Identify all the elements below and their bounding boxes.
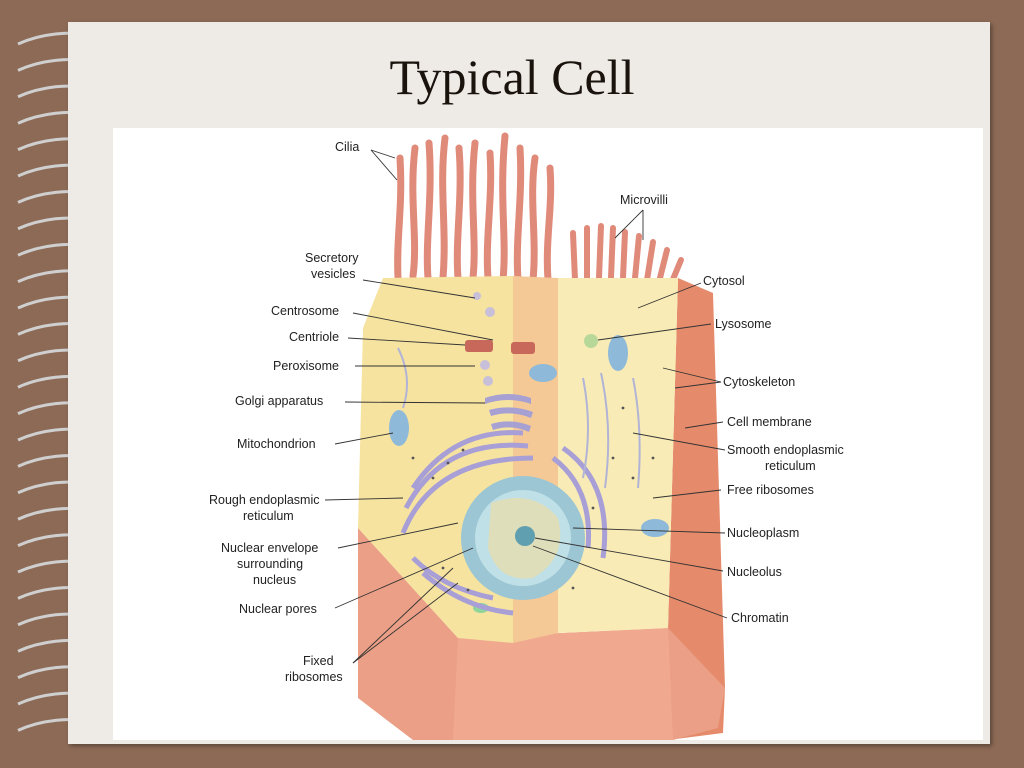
label-peroxisome: Peroxisome	[273, 359, 339, 373]
label-cell-membrane: Cell membrane	[727, 415, 812, 429]
cell-diagram: Cilia Secretory vesicles Centrosome Cent…	[113, 128, 983, 740]
label-centrosome: Centrosome	[271, 304, 339, 318]
label-smooth-er-1: Smooth endoplasmic	[727, 443, 844, 457]
label-centriole: Centriole	[289, 330, 339, 344]
ribosome-dots	[411, 406, 655, 592]
microvilli-strands	[570, 223, 684, 287]
label-nucleolus: Nucleolus	[727, 565, 782, 579]
label-mitochondrion: Mitochondrion	[237, 437, 316, 451]
slide-title: Typical Cell	[389, 49, 635, 105]
label-nuclear-envelope-1: Nuclear envelope	[221, 541, 318, 555]
label-golgi-apparatus: Golgi apparatus	[235, 394, 323, 408]
cell-illustration	[358, 132, 725, 740]
mitochondrion-shape	[389, 410, 409, 446]
centriole-shape	[465, 340, 493, 352]
label-secretory-vesicles-2: vesicles	[311, 267, 355, 281]
label-cytoskeleton: Cytoskeleton	[723, 375, 795, 389]
label-nuclear-envelope-2: surrounding	[237, 557, 303, 571]
label-free-ribosomes: Free ribosomes	[727, 483, 814, 497]
rough-er-shape	[400, 430, 608, 616]
cilia-strands	[394, 132, 555, 284]
nucleolus-shape	[515, 526, 535, 546]
label-lysosome: Lysosome	[715, 317, 772, 331]
label-chromatin: Chromatin	[731, 611, 789, 625]
label-cytosol: Cytosol	[703, 274, 745, 288]
label-secretory-vesicles-1: Secretory	[305, 251, 359, 265]
label-cilia: Cilia	[335, 140, 359, 154]
label-rough-er-1: Rough endoplasmic	[209, 493, 320, 507]
label-fixed-ribosomes-2: ribosomes	[285, 670, 343, 684]
label-rough-er-2: reticulum	[243, 509, 294, 523]
label-nucleoplasm: Nucleoplasm	[727, 526, 799, 540]
lysosome-shape	[584, 334, 598, 348]
golgi-shape	[485, 394, 533, 432]
label-fixed-ribosomes-1: Fixed	[303, 654, 334, 668]
label-nuclear-pores: Nuclear pores	[239, 602, 317, 616]
label-smooth-er-2: reticulum	[765, 459, 816, 473]
label-nuclear-envelope-3: nucleus	[253, 573, 296, 587]
label-microvilli: Microvilli	[620, 193, 668, 207]
